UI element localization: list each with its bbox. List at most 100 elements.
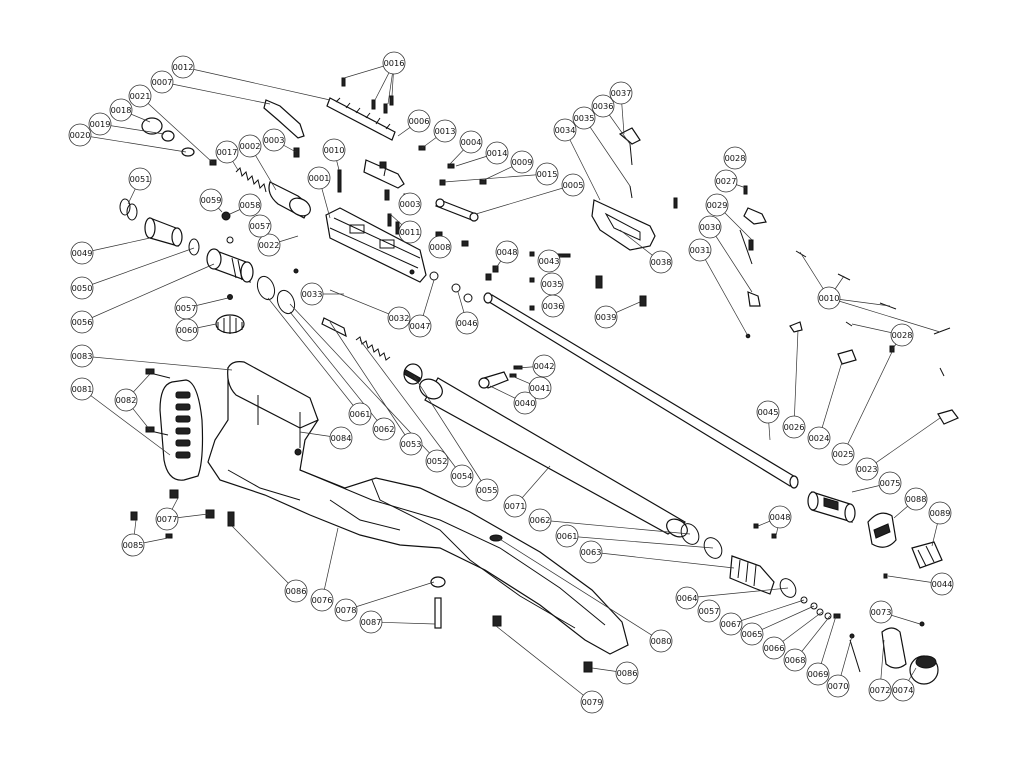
callout-0004: 0004 (459, 130, 483, 154)
callout-0086: 0086 (284, 579, 308, 603)
scope-rail (326, 97, 396, 141)
callout-0079: 0079 (580, 690, 604, 714)
callout-0028: 0028 (723, 146, 747, 170)
trigger-guard (591, 199, 656, 251)
callout-text: 0007 (152, 77, 173, 87)
callout-0030: 0030 (698, 215, 722, 239)
callout-0032: 0032 (387, 306, 411, 330)
callout-text: 0073 (871, 607, 892, 617)
callout-text: 0051 (130, 174, 151, 184)
callout-text: 0078 (336, 605, 357, 615)
callout-0020: 0020 (68, 123, 92, 147)
callout-0003: 0003 (262, 128, 286, 152)
callout-text: 0057 (699, 606, 720, 616)
callout-text: 0044 (932, 579, 953, 589)
callout-0028b: 0028 (890, 323, 914, 347)
callout-text: 0048 (770, 512, 791, 522)
callout-0051: 0051 (128, 167, 152, 191)
callout-text: 0042 (534, 361, 555, 371)
callout-0062b: 0062 (528, 508, 552, 532)
callout-0019: 0019 (88, 112, 112, 136)
callout-text: 0021 (130, 91, 151, 101)
callout-0037: 0037 (609, 81, 633, 105)
callout-text: 0084 (331, 433, 352, 443)
callout-text: 0046 (457, 318, 478, 328)
callout-text: 0015 (537, 169, 558, 179)
callout-0083: 0083 (70, 344, 94, 368)
callout-0061b: 0061 (555, 524, 579, 548)
callout-0025: 0025 (831, 442, 855, 466)
callout-text: 0050 (72, 283, 93, 293)
callout-text: 0035 (542, 279, 563, 289)
callout-0008: 0008 (428, 235, 452, 259)
callout-0077: 0077 (155, 507, 179, 531)
parts-drawing (119, 77, 959, 685)
callout-0069: 0069 (806, 662, 830, 686)
callout-0012: 0012 (171, 55, 195, 79)
callout-text: 0038 (651, 257, 672, 267)
callout-0054: 0054 (450, 464, 474, 488)
callout-text: 0080 (651, 636, 672, 646)
callout-0089: 0089 (928, 501, 952, 525)
callout-0084: 0084 (329, 426, 353, 450)
callout-text: 0004 (461, 137, 482, 147)
callout-text: 0028 (725, 153, 746, 163)
callout-0057b: 0057 (248, 214, 272, 238)
callout-0046: 0046 (455, 311, 479, 335)
callout-text: 0066 (764, 643, 785, 653)
callout-0062: 0062 (372, 417, 396, 441)
callout-text: 0070 (828, 681, 849, 691)
callout-0003b: 0003 (398, 192, 422, 216)
callout-0034: 0034 (553, 118, 577, 142)
receiver (325, 207, 427, 283)
callout-text: 0037 (611, 88, 632, 98)
callout-text: 0057 (250, 221, 271, 231)
callout-text: 0016 (384, 58, 405, 68)
callout-0056: 0056 (70, 310, 94, 334)
callout-0045: 0045 (756, 400, 780, 424)
callout-0036: 0036 (591, 94, 615, 118)
callout-text: 0011 (400, 227, 421, 237)
callout-0002: 0002 (238, 134, 262, 158)
callout-text: 0006 (409, 116, 430, 126)
callout-text: 0089 (930, 508, 951, 518)
callout-text: 0045 (758, 407, 779, 417)
callout-0026: 0026 (782, 415, 806, 439)
callout-text: 0031 (690, 245, 711, 255)
callout-0011: 0011 (398, 220, 422, 244)
callout-text: 0036 (543, 301, 564, 311)
leader-lines (79, 62, 943, 703)
callout-text: 0013 (435, 126, 456, 136)
callout-text: 0003 (264, 135, 285, 145)
callout-text: 0008 (430, 242, 451, 252)
callout-0016: 0016 (382, 51, 406, 75)
callout-0082: 0082 (114, 388, 138, 412)
callout-0005: 0005 (561, 173, 585, 197)
callout-0053: 0053 (399, 432, 423, 456)
callout-0058: 0058 (238, 193, 262, 217)
callout-0035: 0035 (572, 106, 596, 130)
callout-0075: 0075 (878, 471, 902, 495)
callout-0066: 0066 (762, 636, 786, 660)
callout-0073: 0073 (869, 600, 893, 624)
callout-text: 0022 (259, 240, 280, 250)
callout-text: 0052 (427, 456, 448, 466)
callout-0065: 0065 (740, 622, 764, 646)
callout-0038: 0038 (649, 250, 673, 274)
callout-0015: 0015 (535, 162, 559, 186)
callout-0024: 0024 (807, 426, 831, 450)
callout-text: 0075 (880, 478, 901, 488)
callout-text: 0053 (401, 439, 422, 449)
callout-0007: 0007 (150, 70, 174, 94)
callout-0009: 0009 (510, 150, 534, 174)
callout-text: 0063 (581, 547, 602, 557)
callout-text: 0017 (217, 147, 238, 157)
callout-0014: 0014 (485, 141, 509, 165)
callout-0049: 0049 (70, 241, 94, 265)
callout-0047: 0047 (408, 314, 432, 338)
callout-text: 0035 (574, 113, 595, 123)
callout-0029: 0029 (705, 193, 729, 217)
callout-0027: 0027 (714, 169, 738, 193)
callout-text: 0088 (906, 494, 927, 504)
callout-text: 0040 (515, 398, 536, 408)
